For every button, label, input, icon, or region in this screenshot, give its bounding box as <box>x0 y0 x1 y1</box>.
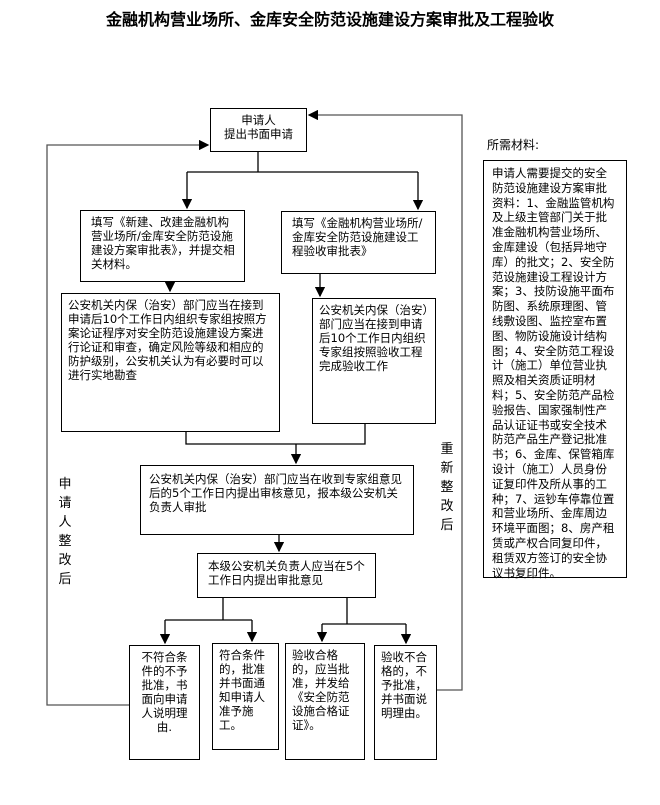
fill-accept-box: 填写《金融机构营业场所/金库安全防范设施建设工程验收审批表》 <box>281 211 436 274</box>
start-box: 申请人 提出书面申请 <box>210 108 307 152</box>
approve-box: 本级公安机关负责人应当在5个工作日内提出审批意见 <box>197 553 376 598</box>
accept-review-box: 公安机关内保（治安）部门应当在接到申请后10个工作日内组织专家组按照验收工程完成… <box>312 298 436 424</box>
fill-plan-box: 填写《新建、改建金融机构营业场所/金库安全防范设施建设方案审批表》，并提交相关材… <box>80 210 245 282</box>
start-line1: 申请人 <box>241 113 276 127</box>
outcome-approve-plan: 符合条件的，批准并书面通知申请人准予施工。 <box>212 643 279 750</box>
materials-box: 申请人需要提交的安全防范设施建设方案审批资料：1、金融监管机构及上级主管部门关于… <box>483 160 627 580</box>
left-loop-label: 申请人整改后 <box>58 477 72 587</box>
outcome-reject-plan: 不符合条件的不予批准，书面向申请人说明理由. <box>129 645 200 760</box>
materials-heading: 所需材料: <box>487 138 540 152</box>
outcome-fail-accept: 验收不合格的，不予批准，并书面说明理由。 <box>374 645 437 760</box>
page-title: 金融机构营业场所、金库安全防范设施建设方案审批及工程验收 <box>105 10 554 29</box>
start-line2: 提出书面申请 <box>224 127 293 141</box>
right-loop-label: 重新整改后 <box>440 442 454 533</box>
outcome-pass-accept: 验收合格的，应当批准，并发给《安全防范设施合格证证》。 <box>285 643 365 760</box>
audit-box: 公安机关内保（治安）部门应当在收到专家组意见后的5个工作日内提出审核意见，报本级… <box>140 465 414 535</box>
plan-review-box: 公安机关内保（治安）部门应当在接到申请后10个工作日内组织专家组按照方案论证程序… <box>61 293 280 432</box>
